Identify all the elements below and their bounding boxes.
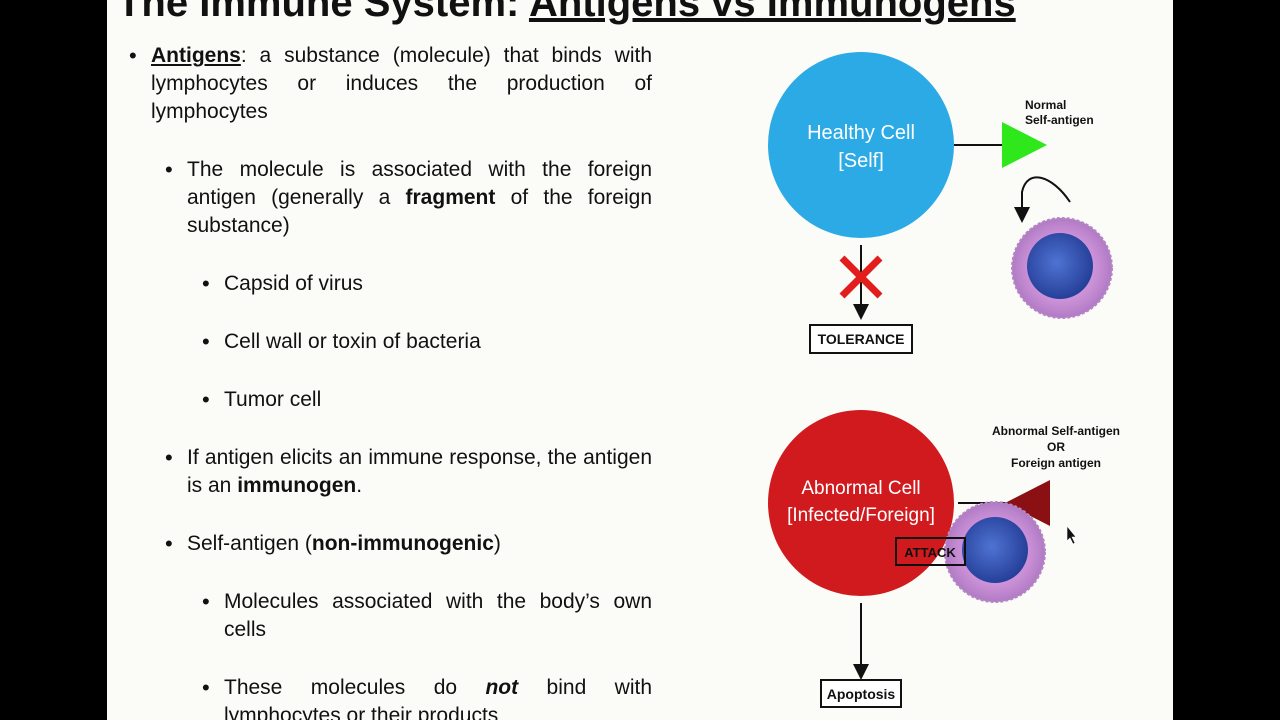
abnormal-antigen-label-2: OR bbox=[1047, 440, 1065, 454]
bullet-molecules-associated: Molecules associated with the body’s own… bbox=[202, 588, 652, 644]
healthy-cell-label-2: [Self] bbox=[838, 150, 884, 172]
apoptosis-label: Apoptosis bbox=[827, 686, 896, 702]
molecule-text-bold: fragment bbox=[405, 186, 496, 209]
bullet-self-antigen: Self-antigen (non-immunogenic) bbox=[165, 530, 652, 558]
slide: The Immune System: Antigens vs Immunogen… bbox=[107, 0, 1173, 720]
healthy-cell-label-1: Healthy Cell bbox=[807, 122, 915, 144]
molecule-text-a: The molecule is associated with the fore… bbox=[187, 158, 652, 209]
curved-arrow bbox=[1014, 176, 1071, 223]
self-text-b: ) bbox=[493, 532, 501, 555]
bullet-elicit: If antigen elicits an immune response, t… bbox=[165, 444, 652, 500]
tolerance-label: TOLERANCE bbox=[818, 331, 905, 347]
bullet-molecule: The molecule is associated with the fore… bbox=[165, 156, 653, 240]
bullet-list: Antigens: a substance (molecule) that bi… bbox=[107, 42, 652, 720]
attack-box bbox=[895, 537, 966, 566]
lymphocyte-top bbox=[1011, 217, 1113, 319]
bullet-antigens: Antigens: a substance (molecule) that bi… bbox=[129, 42, 652, 126]
molecule-text-b: of the foreign substance) bbox=[187, 186, 653, 237]
antigens-definition: : a substance (molecule) that binds with… bbox=[151, 44, 652, 123]
bullet-tumor: Tumor cell bbox=[202, 386, 652, 414]
bullet-capsid: Capsid of virus bbox=[202, 270, 652, 298]
elicit-text-bold: immunogen bbox=[237, 474, 357, 497]
immune-diagram: Healthy Cell [Self] Normal Self-antigen … bbox=[768, 52, 1120, 708]
abnormal-antigen-label-1: Abnormal Self-antigen bbox=[992, 424, 1120, 438]
abnormal-antigen-label-3: Foreign antigen bbox=[1011, 456, 1101, 470]
lymphocyte-bottom bbox=[944, 501, 1046, 603]
attack-label: ATTACK bbox=[904, 545, 956, 560]
title-prefix: The Immune System: bbox=[117, 0, 529, 25]
bullet-these-molecules: These molecules do not bind with lymphoc… bbox=[202, 674, 652, 720]
abnormal-cell bbox=[768, 410, 954, 596]
self-text-a: Self-antigen ( bbox=[187, 532, 312, 555]
healthy-cell bbox=[768, 52, 954, 238]
these-text-b: bind with lymphocytes or their products bbox=[224, 676, 652, 720]
bullet-cell-wall: Cell wall or toxin of bacteria bbox=[202, 328, 652, 356]
x-mark-icon bbox=[839, 255, 883, 299]
antigens-term: Antigens bbox=[151, 44, 241, 67]
elicit-text-b: . bbox=[356, 474, 363, 497]
abnormal-cell-label-1: Abnormal Cell bbox=[801, 478, 920, 499]
normal-antigen-label-1: Normal bbox=[1025, 98, 1066, 112]
apoptosis-box bbox=[820, 679, 902, 708]
self-text-bold: non-immunogenic bbox=[311, 532, 494, 555]
normal-self-antigen-triangle bbox=[1002, 122, 1047, 168]
these-text-bold: not bbox=[485, 676, 519, 699]
elicit-text-a: If antigen elicits an immune response, t… bbox=[187, 446, 652, 497]
mouse-pointer-icon bbox=[1066, 525, 1077, 545]
abnormal-antigen-triangle bbox=[1005, 480, 1050, 526]
normal-antigen-label-2: Self-antigen bbox=[1025, 113, 1094, 127]
slide-title: The Immune System: Antigens vs Immunogen… bbox=[117, 0, 1173, 26]
abnormal-cell-label-2: [Infected/Foreign] bbox=[787, 505, 935, 526]
tolerance-box bbox=[809, 324, 913, 354]
these-text-a: These molecules do bbox=[224, 676, 486, 699]
title-underlined: Antigens vs Immunogens bbox=[528, 0, 1016, 25]
